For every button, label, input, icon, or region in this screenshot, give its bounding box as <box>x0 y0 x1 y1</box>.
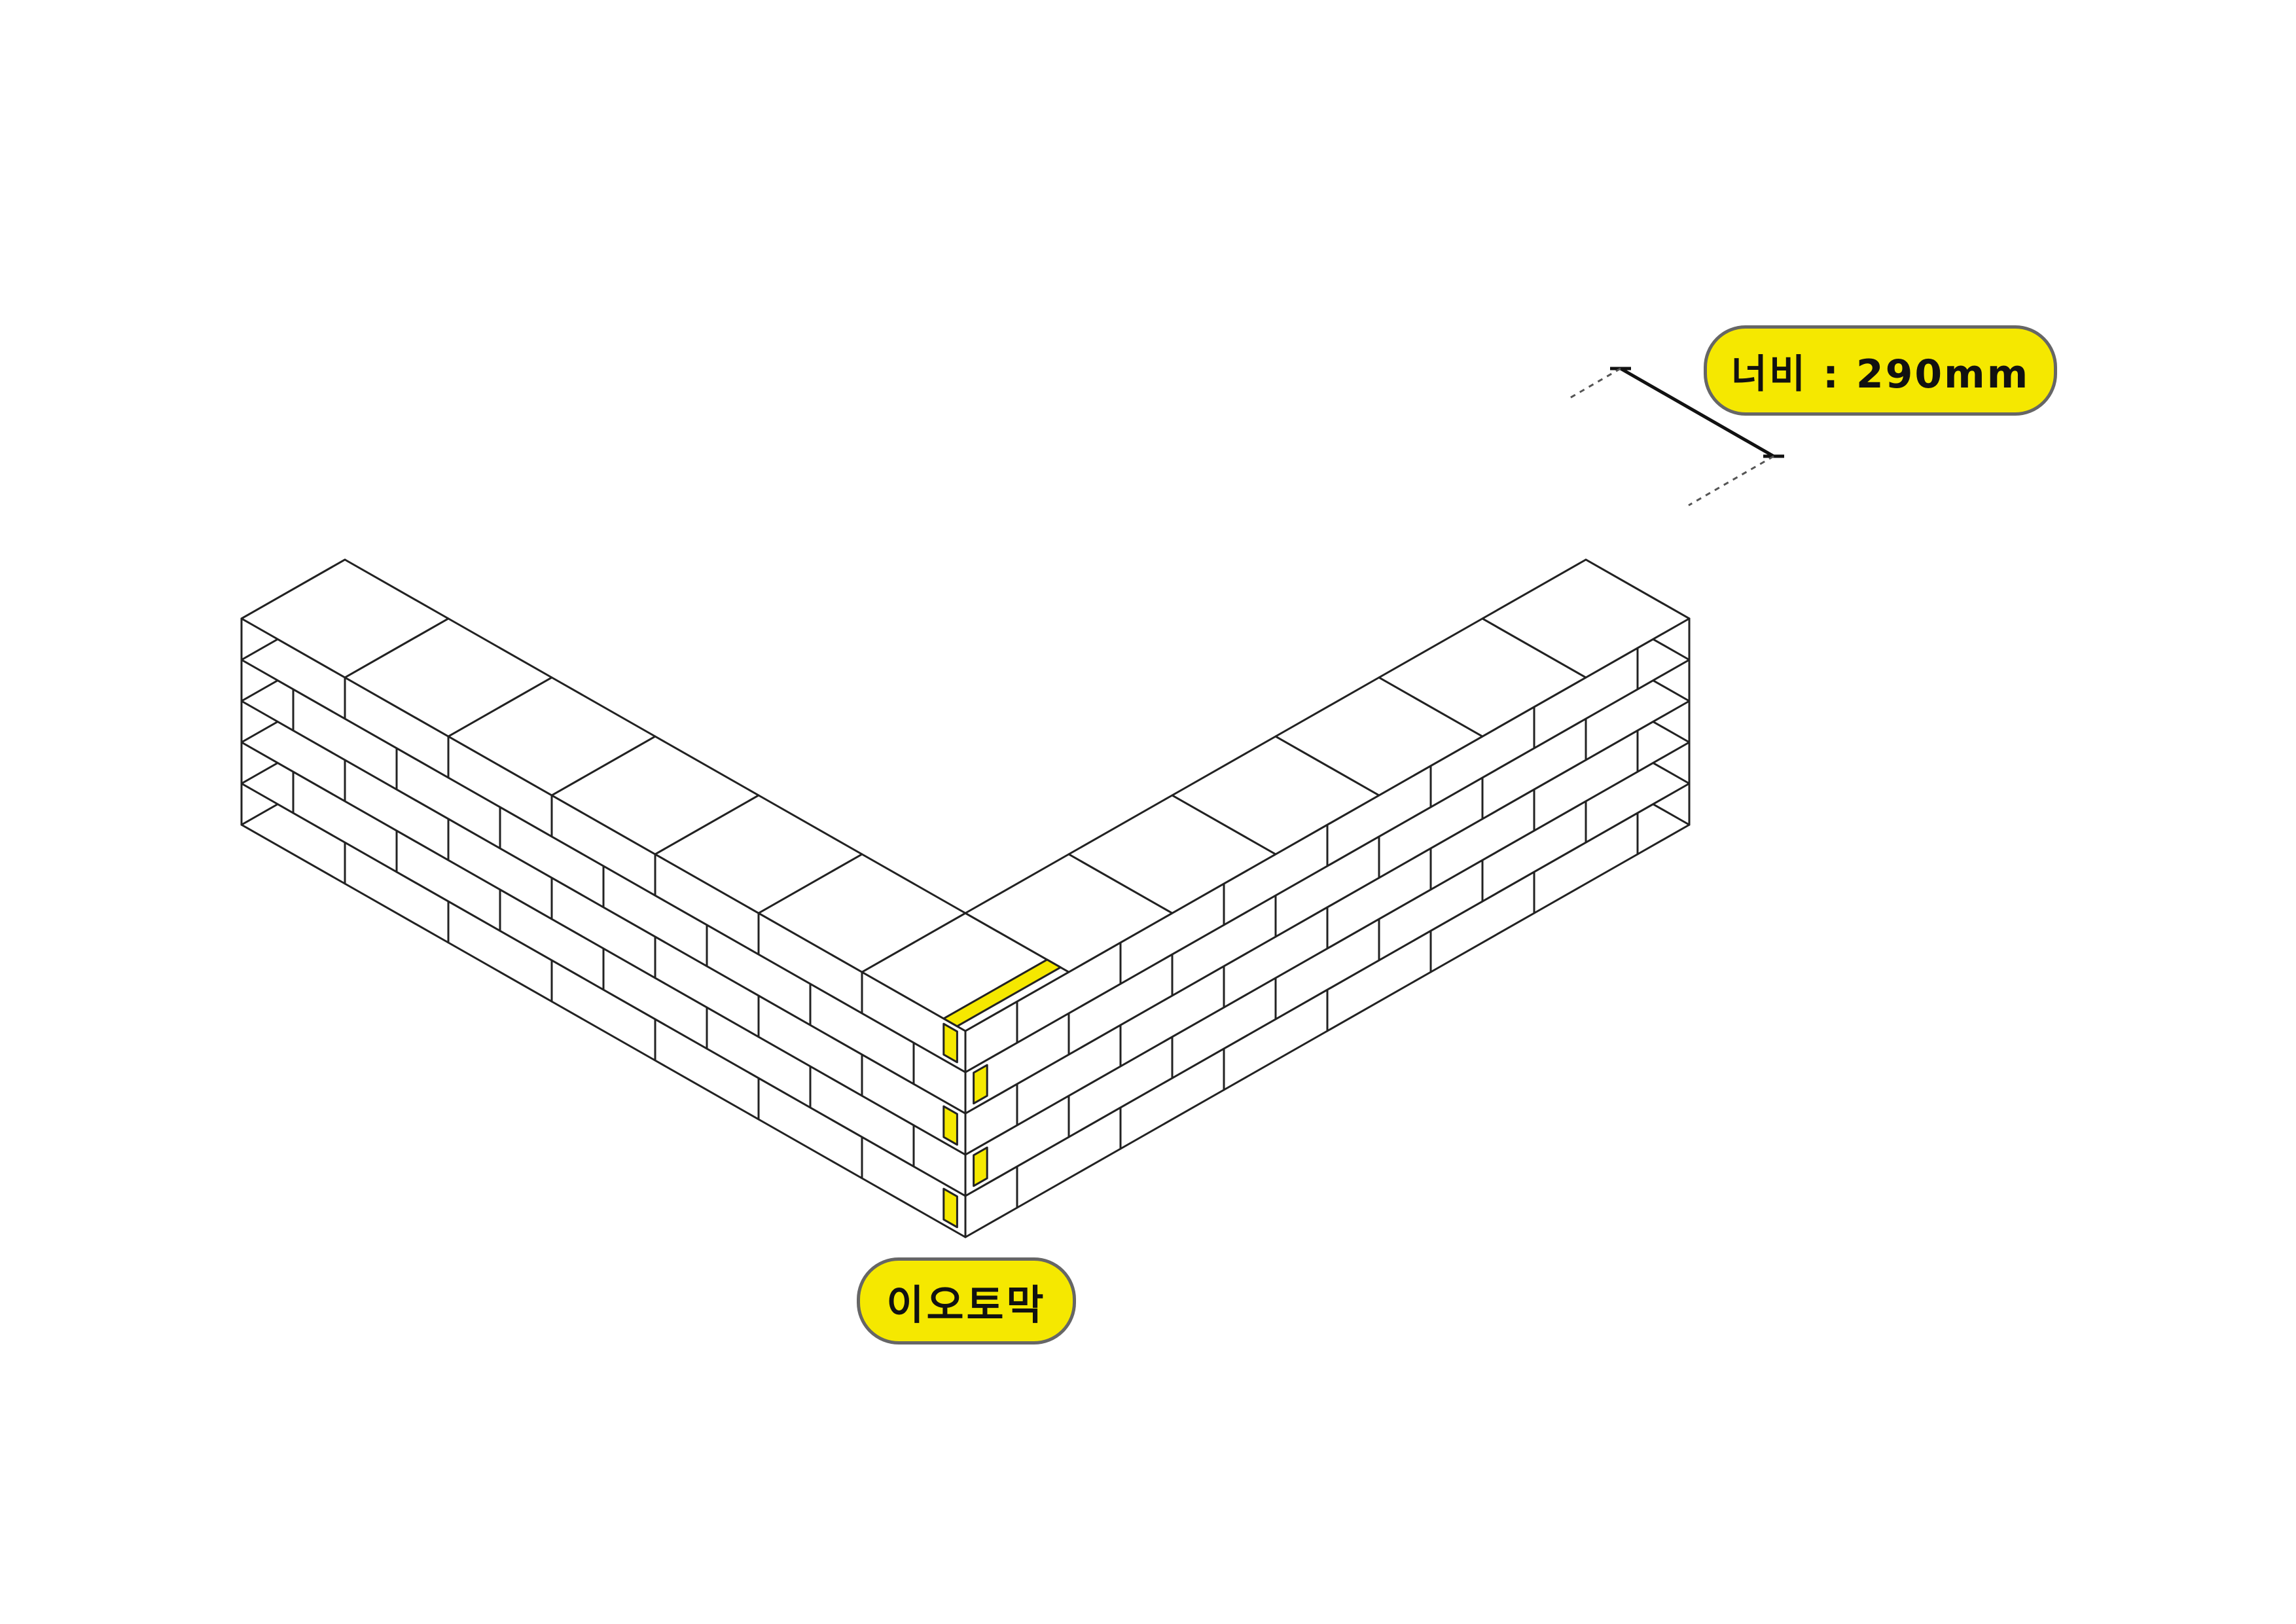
corner-closer <box>973 1064 988 1105</box>
top-brick <box>240 558 450 679</box>
top-brick <box>1481 558 1691 679</box>
dimension-line <box>1619 367 1775 458</box>
corner-closer <box>942 1105 958 1146</box>
corner-brick-label: 이오토막 <box>857 1257 1076 1344</box>
corner-closer-top <box>942 958 1062 1028</box>
width-dimension <box>1567 367 1784 507</box>
brick-courses <box>240 558 1691 1238</box>
extension-line-bottom <box>1688 455 1774 507</box>
corner-closer <box>942 1022 958 1064</box>
extension-line-top <box>1567 367 1621 401</box>
width-label: 너비 : 290mm <box>1704 325 2057 416</box>
corner-closer <box>942 1187 958 1229</box>
corner-closer <box>973 1146 988 1187</box>
